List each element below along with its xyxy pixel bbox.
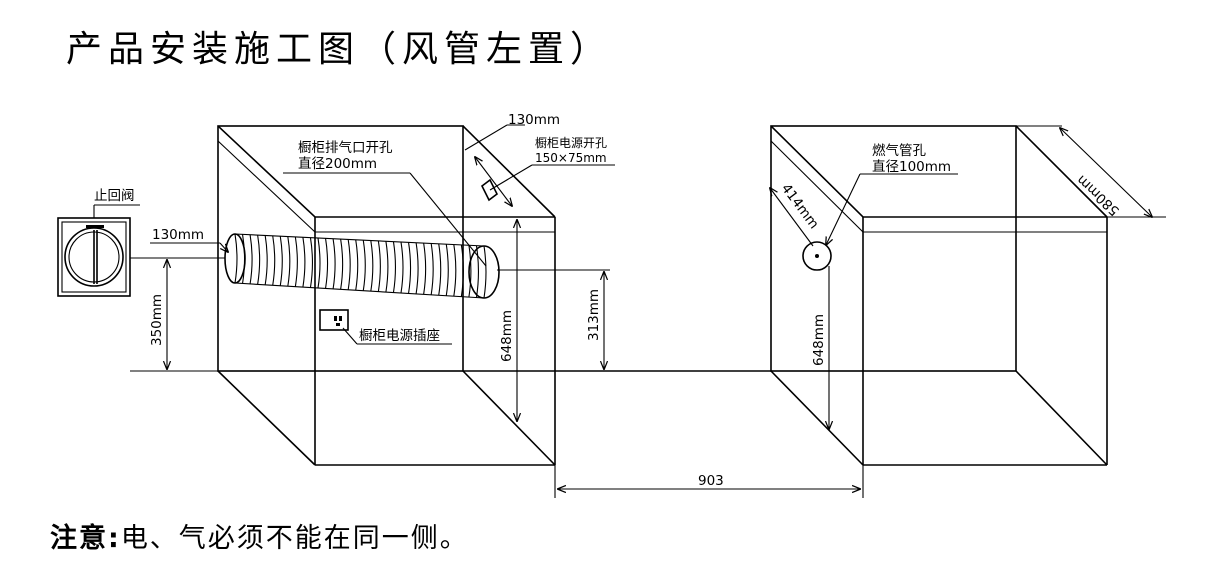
duct-rib <box>325 238 329 289</box>
duct-rib <box>453 244 457 297</box>
duct-end-left <box>224 233 246 284</box>
duct-rib <box>347 239 351 290</box>
dim-580-label: 580mm <box>1074 172 1123 219</box>
page-title: 产品安装施工图（风管左置） <box>66 29 613 70</box>
duct-rib <box>475 245 480 298</box>
duct-rib <box>272 235 276 286</box>
duct-rib <box>385 241 389 293</box>
duct-rib <box>317 237 321 289</box>
duct-rib <box>362 240 366 291</box>
duct-rib <box>257 235 261 285</box>
dim-648-left-label: 648mm <box>499 310 515 362</box>
duct-rib <box>392 241 397 293</box>
dim-350-label: 350mm <box>149 294 165 346</box>
dim-903-label: 903 <box>698 473 724 489</box>
flexible-duct <box>224 233 500 299</box>
exhaust-hole-dia-label: 直径200mm <box>298 156 377 172</box>
right-cabinet <box>770 125 1108 466</box>
duct-rib <box>468 245 472 298</box>
dim-130-top-label: 130mm <box>508 112 560 128</box>
duct-rib <box>415 242 419 294</box>
note: 注意:电、气必须不能在同一侧。 <box>50 516 469 555</box>
duct-rib <box>400 241 404 294</box>
gas-hole-icon <box>802 241 832 271</box>
dim-313-label: 313mm <box>586 289 602 341</box>
duct-rib <box>332 238 336 289</box>
power-hole-size-label: 150×75mm <box>535 151 607 165</box>
duct-rib <box>340 239 344 290</box>
check-valve-label: 止回阀 <box>94 188 135 204</box>
gas-hole-dia-label: 直径100mm <box>872 159 951 175</box>
duct-rib <box>264 235 268 285</box>
duct-rib <box>309 237 314 288</box>
duct-rib <box>234 233 238 284</box>
duct-rib <box>460 244 464 297</box>
dim-414-label: 414mm <box>778 181 822 232</box>
power-socket-label: 橱柜电源插座 <box>359 328 440 344</box>
duct-end-right <box>468 245 500 299</box>
duct-rib <box>445 244 449 296</box>
duct-rib <box>423 243 427 295</box>
note-text: 电、气必须不能在同一侧。 <box>120 523 469 554</box>
duct-rib <box>408 242 412 294</box>
check-valve-icon <box>57 217 131 297</box>
duct-rib <box>438 243 442 296</box>
duct-rib <box>430 243 434 295</box>
duct-rib <box>355 239 359 291</box>
gas-hole-label: 燃气管孔 <box>872 142 926 159</box>
note-label: 注意: <box>50 523 121 554</box>
power-socket-icon <box>319 309 349 331</box>
dim-648-right-label: 648mm <box>811 314 827 366</box>
duct-rib <box>377 240 381 292</box>
dim-130-left-label: 130mm <box>152 227 204 243</box>
duct-rib <box>279 236 283 286</box>
power-hole-label: 橱柜电源开孔 <box>535 136 607 150</box>
duct-rib <box>483 245 487 299</box>
left-cabinet <box>217 125 556 466</box>
duct-rib <box>294 236 298 287</box>
duct-rib <box>370 240 374 292</box>
exhaust-hole-label: 橱柜排气口开孔 <box>298 140 393 156</box>
duct-rib <box>249 234 253 284</box>
duct-rib <box>287 236 291 287</box>
duct-rib <box>302 237 306 288</box>
